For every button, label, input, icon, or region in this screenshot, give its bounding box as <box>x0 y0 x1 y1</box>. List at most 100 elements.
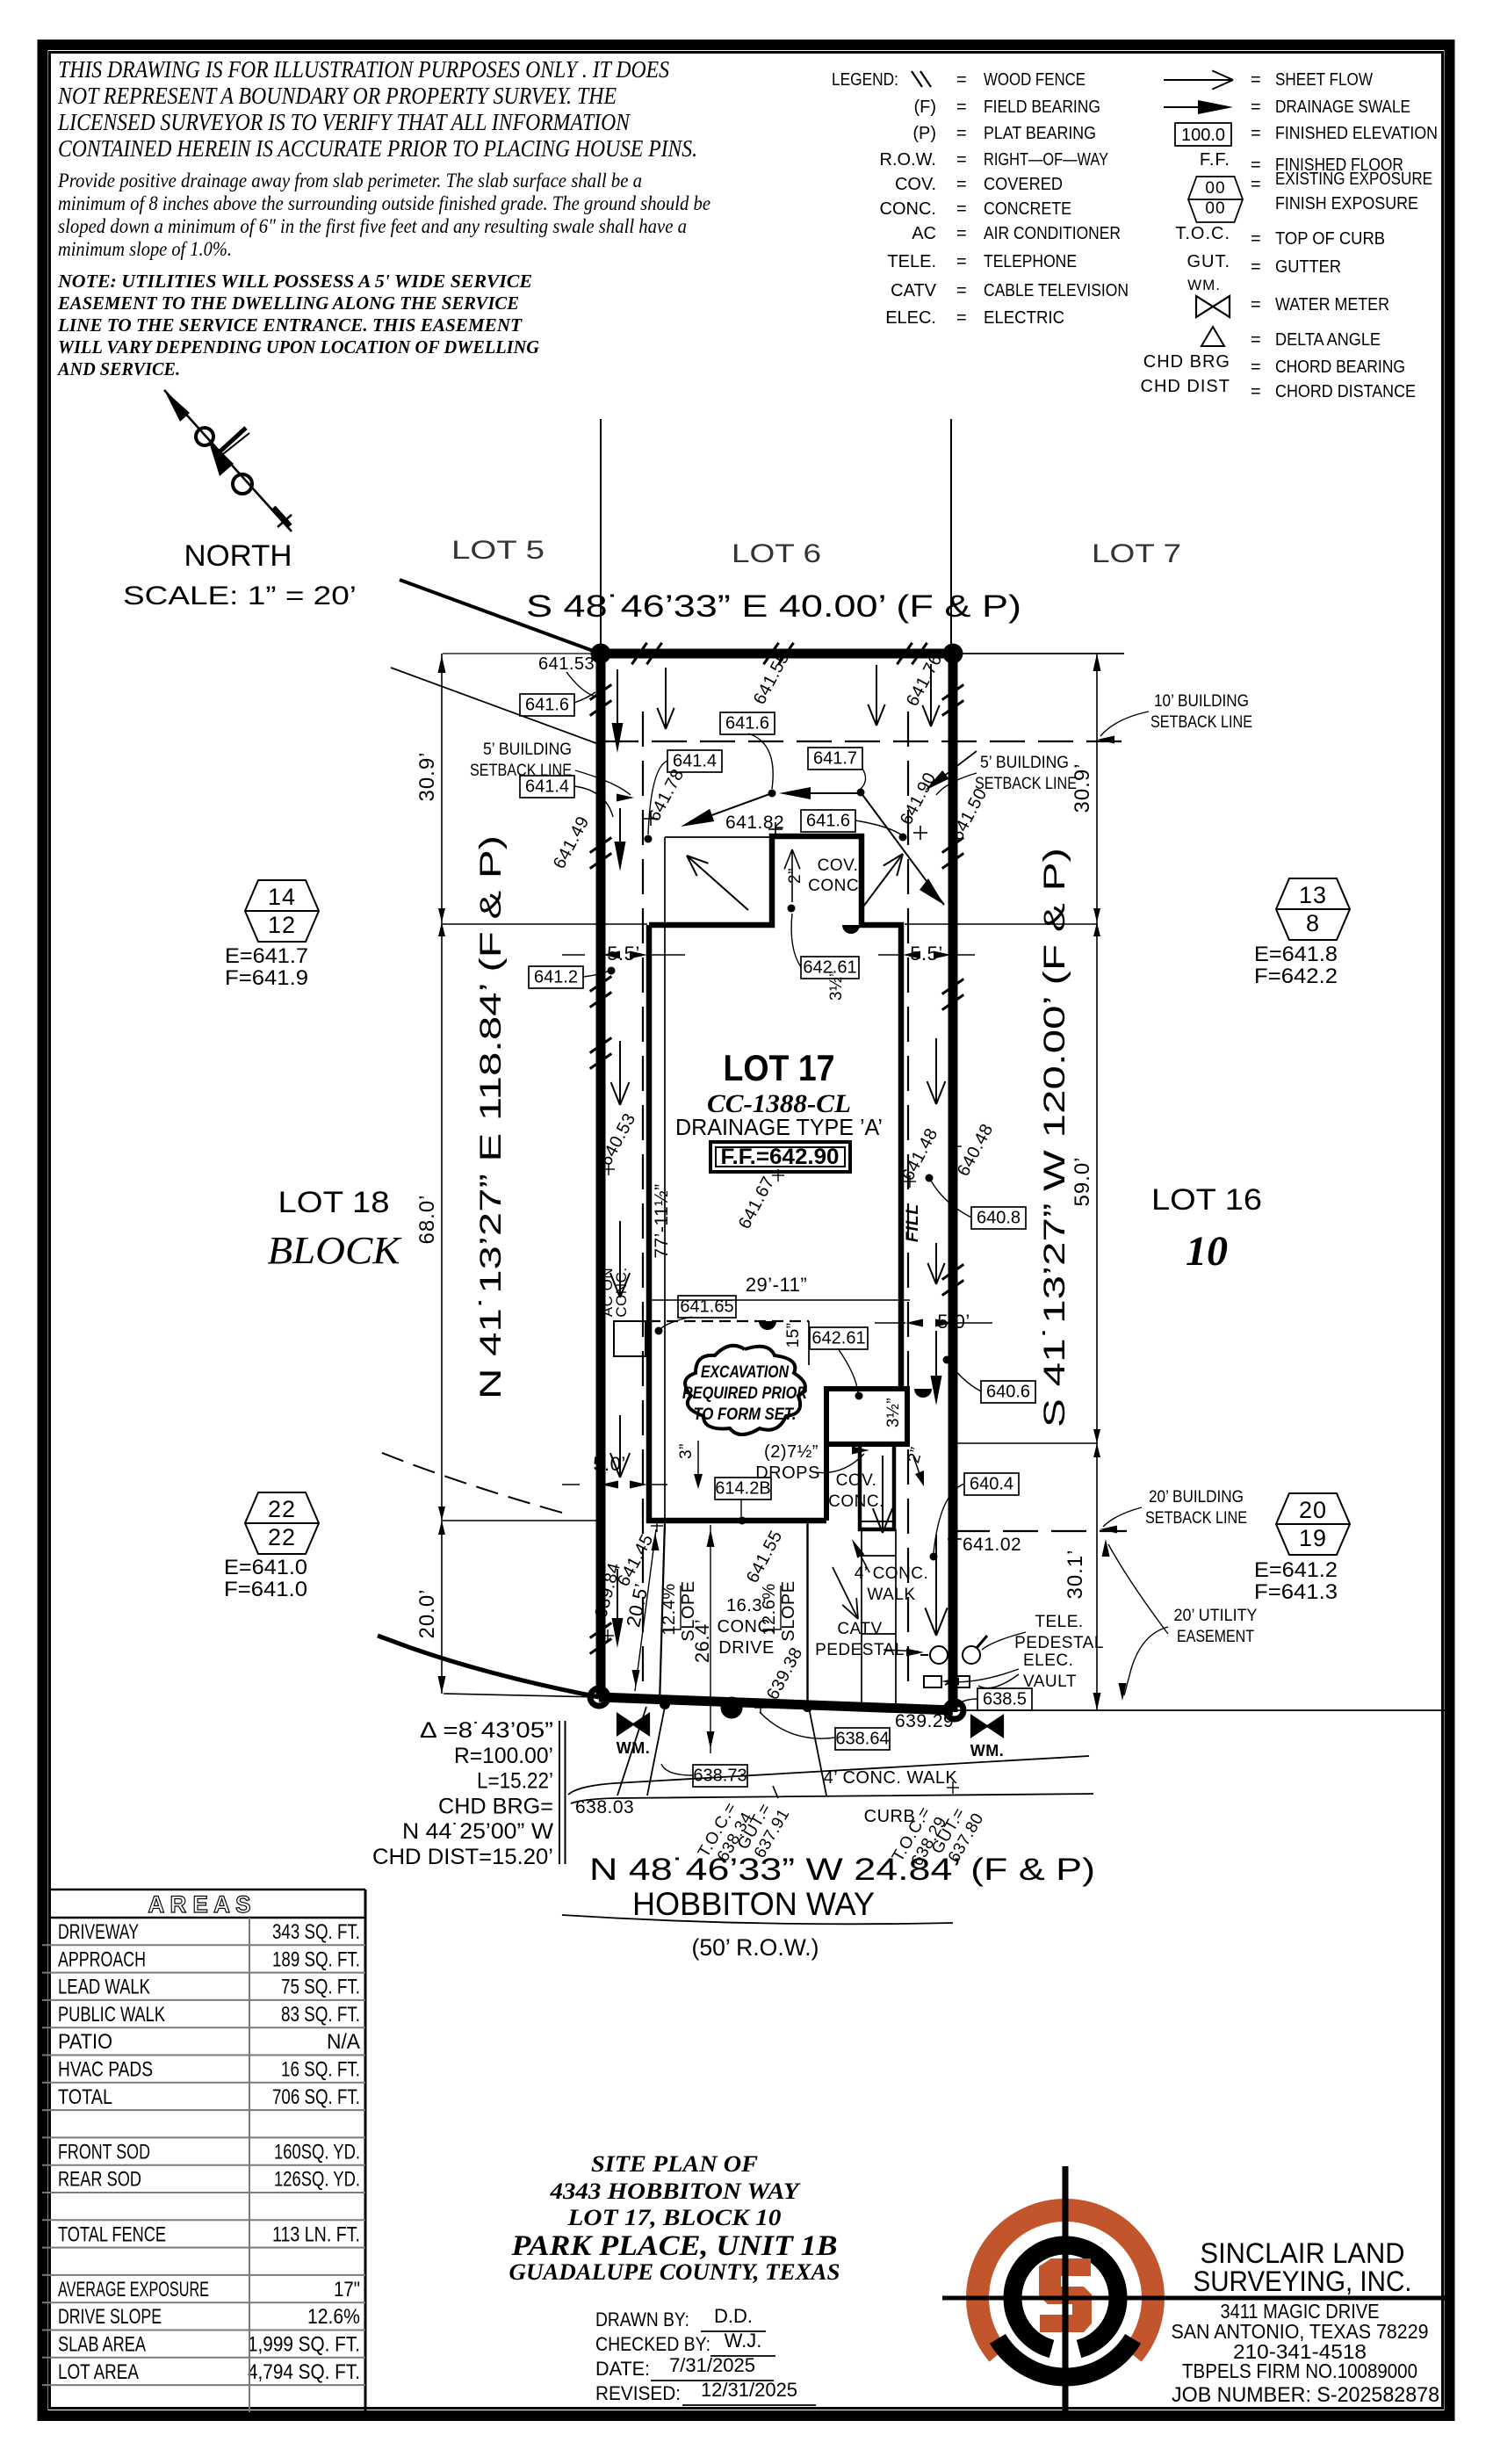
svg-text:TELE.: TELE. <box>1035 1613 1083 1631</box>
svg-text:DRIVE SLOPE: DRIVE SLOPE <box>58 2305 162 2329</box>
svg-text:=: = <box>956 281 967 300</box>
svg-text:=: = <box>1251 382 1261 401</box>
svg-text:REAR SOD: REAR SOD <box>58 2168 141 2192</box>
svg-text:F=641.3: F=641.3 <box>1254 1580 1338 1604</box>
svg-text:F=642.2: F=642.2 <box>1254 965 1338 988</box>
svg-text:EASEMENT TO THE DWELLING A: EASEMENT TO THE DWELLING ALONG THE SERVI… <box>57 293 519 314</box>
svg-text:SLAB AREA: SLAB AREA <box>58 2333 146 2357</box>
svg-text:SHEET FLOW: SHEET FLOW <box>1275 70 1373 90</box>
svg-text:TBPELS FIRM NO.10089000: TBPELS FIRM NO.10089000 <box>1182 2359 1417 2382</box>
svg-text:2”: 2” <box>786 868 804 884</box>
svg-text:641.6: 641.6 <box>525 696 569 715</box>
svg-text:4’ CONC. WALK: 4’ CONC. WALK <box>824 1768 958 1788</box>
svg-text:WILL VARY DEPENDING UPON L: WILL VARY DEPENDING UPON LOCATION OF DWE… <box>58 336 539 358</box>
svg-text:S 41˙13’27” W 120.00’ (F & P): S 41˙13’27” W 120.00’ (F & P) <box>1038 848 1071 1427</box>
svg-text:30.9’: 30.9’ <box>415 751 439 801</box>
svg-text:FRONT SOD: FRONT SOD <box>58 2140 150 2164</box>
svg-text:CHD DIST: CHD DIST <box>1141 377 1230 396</box>
svg-text:343 SQ. FT.: 343 SQ. FT. <box>272 1920 360 1944</box>
svg-text:WOOD FENCE: WOOD FENCE <box>984 70 1085 90</box>
svg-text:13: 13 <box>1299 882 1327 908</box>
svg-text:12.6%: 12.6% <box>307 2305 360 2329</box>
svg-text:SCALE: 1” = 20’: SCALE: 1” = 20’ <box>123 582 357 611</box>
svg-text:706 SQ. FT.: 706 SQ. FT. <box>272 2085 360 2109</box>
svg-text:TOTAL FENCE: TOTAL FENCE <box>58 2222 166 2246</box>
svg-text:=: = <box>956 98 967 117</box>
svg-text:20’ BUILDING: 20’ BUILDING <box>1149 1488 1244 1507</box>
svg-text:=: = <box>956 308 967 328</box>
svg-text:DRIVE: DRIVE <box>718 1638 775 1658</box>
svg-text:8: 8 <box>1306 910 1320 936</box>
svg-text:PLAT BEARING: PLAT BEARING <box>984 124 1096 143</box>
svg-text:638.64: 638.64 <box>835 1730 889 1749</box>
svg-text:AND SERVICE.: AND SERVICE. <box>56 358 180 379</box>
svg-text:ELEC.: ELEC. <box>1023 1651 1073 1670</box>
svg-text:LOT 16: LOT 16 <box>1151 1183 1262 1217</box>
svg-text:=: = <box>956 199 967 219</box>
svg-text:LEGEND:: LEGEND: <box>832 70 898 90</box>
svg-text:DRAINAGE TYPE ’A’: DRAINAGE TYPE ’A’ <box>675 1114 883 1140</box>
svg-text:CHD BRG: CHD BRG <box>1143 352 1230 372</box>
svg-text:20: 20 <box>1299 1497 1327 1523</box>
svg-text:=: = <box>1251 70 1261 90</box>
svg-text:CONTAINED HEREIN IS ACCURATE P: CONTAINED HEREIN IS ACCURATE PRIOR TO PL… <box>58 135 697 162</box>
svg-text:=: = <box>1251 330 1261 350</box>
svg-text:CHD DIST=15.20’: CHD DIST=15.20’ <box>372 1845 553 1869</box>
svg-text:30.1’: 30.1’ <box>1064 1549 1087 1599</box>
svg-text:VAULT: VAULT <box>1023 1673 1077 1691</box>
svg-text:TOTAL: TOTAL <box>58 2085 112 2109</box>
svg-text:(F): (F) <box>913 98 936 117</box>
svg-text:TO FORM SET.: TO FORM SET. <box>694 1405 797 1424</box>
svg-text:5’ BUILDING: 5’ BUILDING <box>483 741 572 759</box>
svg-text:641.53: 641.53 <box>538 654 595 674</box>
svg-text:WM.: WM. <box>1187 277 1221 293</box>
svg-text:638.73: 638.73 <box>693 1767 746 1786</box>
svg-text:641.6: 641.6 <box>806 812 850 831</box>
svg-text:REVISED:: REVISED: <box>595 2382 681 2404</box>
svg-text:83 SQ. FT.: 83 SQ. FT. <box>281 2003 360 2027</box>
svg-text:Provide positive drainage away: Provide positive drainage away from slab… <box>57 170 642 192</box>
svg-text:LOT 6: LOT 6 <box>732 539 821 568</box>
svg-text:COV.: COV. <box>895 175 936 194</box>
svg-text:642.61: 642.61 <box>811 1329 865 1348</box>
svg-text:22: 22 <box>268 1496 296 1522</box>
svg-text:(P): (P) <box>912 124 936 143</box>
svg-text:=: = <box>956 124 967 143</box>
svg-text:5.0’: 5.0’ <box>593 1453 625 1475</box>
svg-text:T.O.C.: T.O.C. <box>1175 224 1230 243</box>
svg-text:77’-11½”: 77’-11½” <box>652 1183 672 1258</box>
svg-text:CONC.: CONC. <box>718 1617 776 1637</box>
svg-text:00: 00 <box>1205 199 1225 218</box>
svg-text:12.4%: 12.4% <box>660 1583 679 1635</box>
svg-text:PEDESTAL: PEDESTAL <box>1014 1634 1104 1652</box>
svg-text:CONC.: CONC. <box>828 1492 884 1511</box>
svg-text:26.4’: 26.4’ <box>691 1619 713 1663</box>
svg-text:FINISH EXPOSURE: FINISH EXPOSURE <box>1275 194 1418 213</box>
svg-text:CONCRETE: CONCRETE <box>984 199 1071 219</box>
svg-text:20’ UTILITY: 20’ UTILITY <box>1174 1607 1258 1625</box>
svg-text:100.0: 100.0 <box>1181 126 1225 145</box>
svg-text:HVAC PADS: HVAC PADS <box>58 2058 153 2082</box>
svg-text:FIELD BEARING: FIELD BEARING <box>984 98 1100 117</box>
svg-text:PUBLIC WALK: PUBLIC WALK <box>58 2003 165 2027</box>
svg-text:CHECKED BY:: CHECKED BY: <box>595 2333 710 2355</box>
svg-text:THIS DRAWING IS FOR ILLUSTRATI: THIS DRAWING IS FOR ILLUSTRATION PURPOSE… <box>58 56 669 83</box>
svg-text:CABLE TELEVISION: CABLE TELEVISION <box>984 281 1129 300</box>
svg-text:COVERED: COVERED <box>984 175 1063 194</box>
svg-text:DRAINAGE SWALE: DRAINAGE SWALE <box>1275 98 1410 117</box>
svg-text:00: 00 <box>1205 179 1225 198</box>
svg-text:N/A: N/A <box>327 2030 360 2054</box>
svg-text:COV.: COV. <box>818 856 859 875</box>
svg-text:E=641.7: E=641.7 <box>225 944 308 968</box>
svg-text:29’-11”: 29’-11” <box>746 1274 807 1296</box>
svg-text:LICENSED SURVEYOR IS TO VERIFY: LICENSED SURVEYOR IS TO VERIFY THAT ALL … <box>57 109 631 135</box>
svg-text:=: = <box>956 252 967 271</box>
svg-text:minimum of 8 inches above the: minimum of 8 inches above the surroundin… <box>58 192 710 215</box>
svg-text:WATER METER: WATER METER <box>1275 295 1389 314</box>
svg-text:14: 14 <box>268 884 296 910</box>
svg-text:10’ BUILDING: 10’ BUILDING <box>1154 692 1249 711</box>
svg-text:=: = <box>1251 358 1261 377</box>
svg-text:CHORD DISTANCE: CHORD DISTANCE <box>1275 382 1416 401</box>
svg-text:4,794 SQ. FT.: 4,794 SQ. FT. <box>248 2360 360 2384</box>
svg-text:1,999 SQ. FT.: 1,999 SQ. FT. <box>248 2333 360 2357</box>
